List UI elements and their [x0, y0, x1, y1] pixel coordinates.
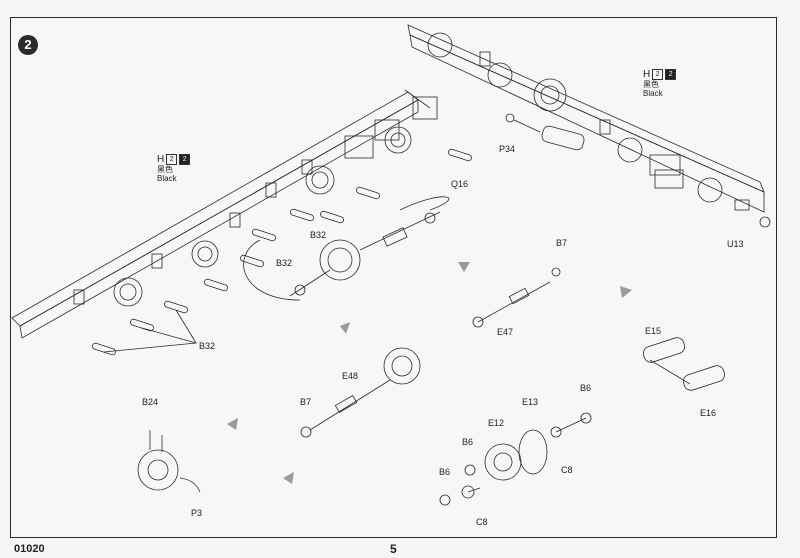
- part-label-e48: E48: [342, 371, 359, 381]
- part-label-e47: E47: [497, 327, 514, 337]
- part-label-b7: B7: [556, 238, 568, 248]
- e47-driveshaft: [472, 267, 561, 328]
- part-label-e12: E12: [488, 418, 505, 428]
- e48-assembly: [300, 347, 421, 438]
- part-label-b6: B6: [580, 383, 592, 393]
- right-rail-components: [427, 32, 771, 228]
- right-chassis-rail: [407, 24, 765, 213]
- part-label-b24: B24: [142, 397, 159, 407]
- part-label-c8: C8: [561, 465, 573, 475]
- part-label-b32: B32: [310, 230, 327, 240]
- page-number: 5: [390, 542, 397, 556]
- part-label-p3: P3: [191, 508, 203, 518]
- part-label-e15: E15: [645, 326, 662, 336]
- part-label-b6: B6: [439, 467, 451, 477]
- left-differential: [243, 196, 450, 301]
- direction-arrows: [227, 262, 632, 484]
- left-rail-components: [73, 126, 412, 307]
- b24-gearbox: [137, 430, 201, 493]
- step-number-badge: 2: [18, 35, 38, 55]
- part-label-e13: E13: [522, 397, 539, 407]
- b32-pins: [92, 148, 472, 356]
- e15-e16-tanks: [642, 337, 726, 391]
- left-chassis-rail: [11, 89, 438, 339]
- page-frame: [10, 17, 777, 538]
- part-label-e16: E16: [700, 408, 717, 418]
- part-label-b6: B6: [462, 437, 474, 447]
- part-label-c8: C8: [476, 517, 488, 527]
- part-label-p34: P34: [499, 144, 516, 154]
- product-code: 01020: [14, 543, 45, 555]
- part-label-b7: B7: [300, 397, 312, 407]
- p34-cylinder-part: [505, 113, 585, 151]
- part-label-b32: B32: [199, 341, 216, 351]
- e12-e13-drum: [439, 412, 592, 506]
- part-label-u13: U13: [727, 239, 744, 249]
- part-label-q16: Q16: [451, 179, 469, 189]
- part-label-b32: B32: [276, 258, 293, 268]
